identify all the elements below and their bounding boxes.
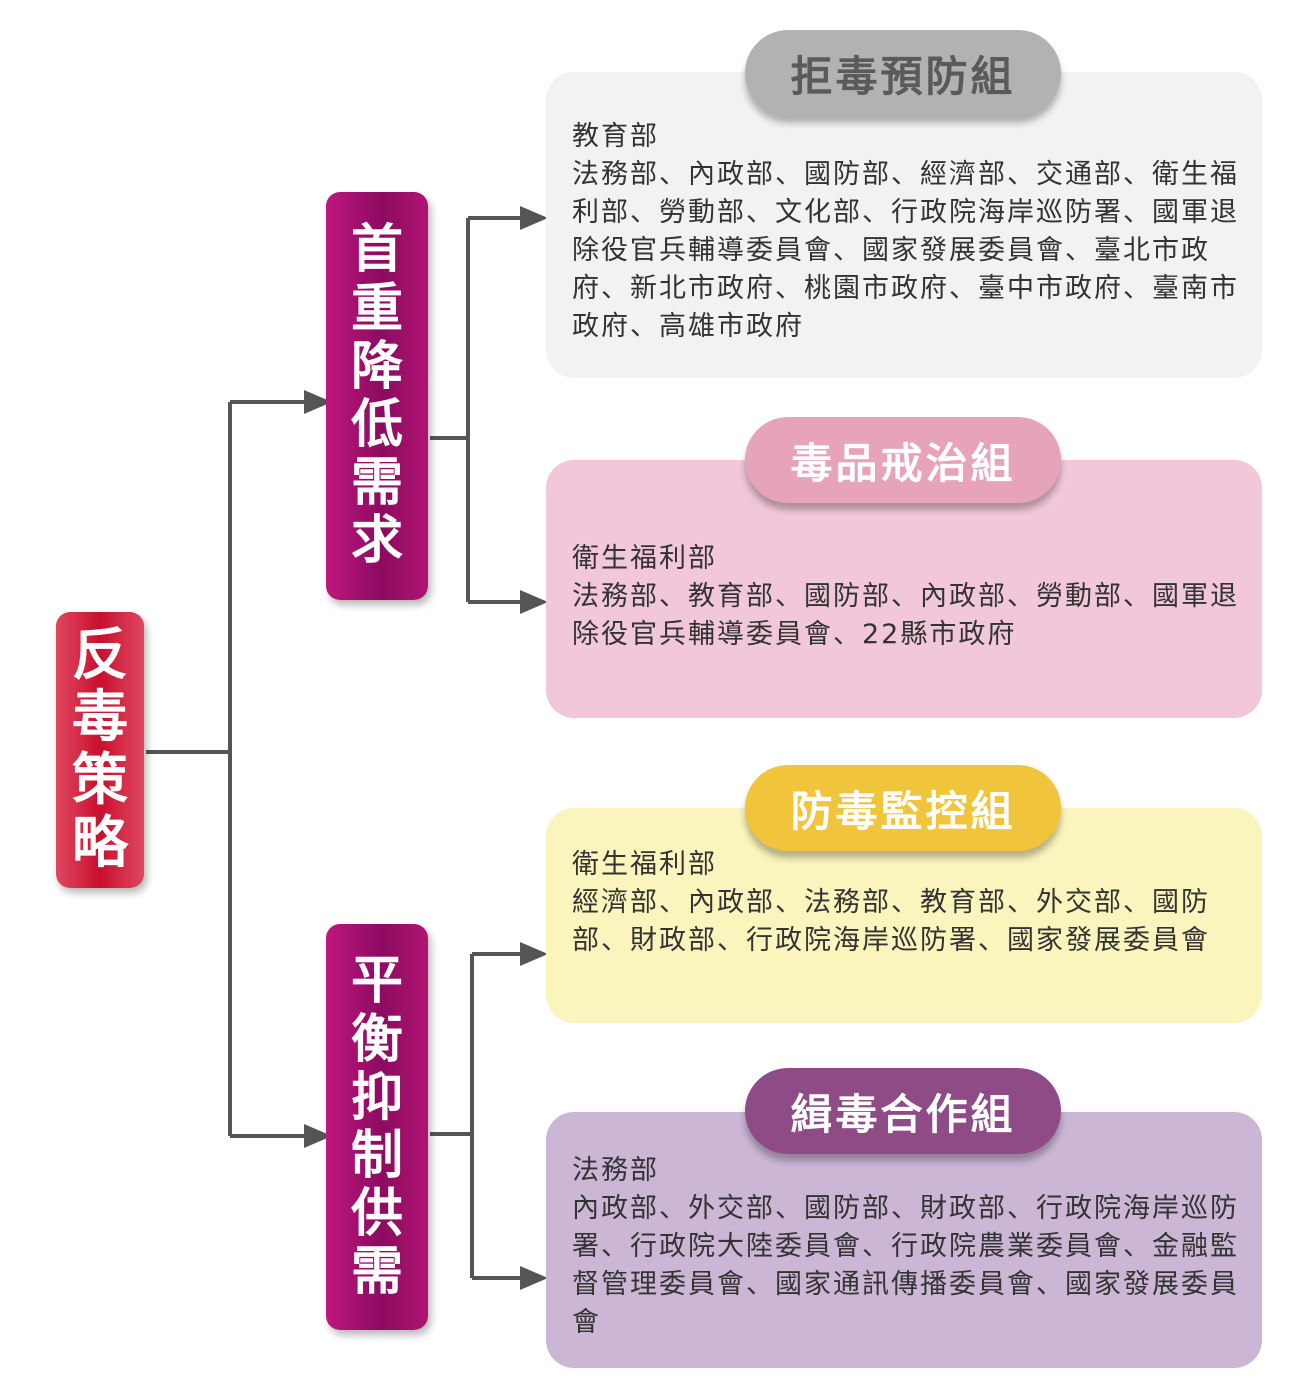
group-title-cooperation: 緝毒合作組: [745, 1068, 1061, 1154]
group-body-monitoring: 衛生福利部 經濟部、內政部、法務部、教育部、外交部、國防部、財政部、行政院海岸巡…: [572, 846, 1242, 1023]
arrowhead-prevention: [520, 206, 548, 230]
group-panel-monitoring: 衛生福利部 經濟部、內政部、法務部、教育部、外交部、國防部、財政部、行政院海岸巡…: [546, 808, 1262, 1023]
group-member-agencies: 法務部、內政部、國防部、經濟部、交通部、衛生福利部、勞動部、文化部、行政院海岸巡…: [572, 159, 1239, 342]
group-panel-cooperation: 法務部 內政部、外交部、國防部、財政部、行政院海岸巡防署、行政院大陸委員會、行政…: [546, 1112, 1262, 1368]
strategy-label-balance-supply: 平衡抑制供需: [350, 951, 403, 1303]
group-lead-agency: 衛生福利部: [572, 543, 717, 574]
group-member-agencies: 經濟部、內政部、法務部、教育部、外交部、國防部、財政部、行政院海岸巡防署、國家發…: [572, 887, 1210, 956]
group-member-agencies: 內政部、外交部、國防部、財政部、行政院海岸巡防署、行政院大陸委員會、行政院農業委…: [572, 1193, 1239, 1338]
group-panel-prevention: 教育部 法務部、內政部、國防部、經濟部、交通部、衛生福利部、勞動部、文化部、行政…: [546, 72, 1262, 378]
strategy-node-reduce-demand: 首重降低需求: [326, 192, 428, 600]
strategy-node-balance-supply: 平衡抑制供需: [326, 924, 428, 1330]
arrowhead-treatment: [520, 590, 548, 614]
strategy-label-reduce-demand: 首重降低需求: [350, 220, 403, 572]
group-panel-treatment: 衛生福利部 法務部、教育部、國防部、內政部、勞動部、國軍退除役官兵輔導委員會、2…: [546, 460, 1262, 718]
group-title-monitoring: 防毒監控組: [745, 765, 1061, 851]
group-title-prevention: 拒毒預防組: [745, 30, 1061, 116]
arrowhead-monitoring: [520, 942, 548, 966]
arrowhead-cooperation: [520, 1266, 548, 1290]
group-lead-agency: 衛生福利部: [572, 849, 717, 880]
group-body-prevention: 教育部 法務部、內政部、國防部、經濟部、交通部、衛生福利部、勞動部、文化部、行政…: [572, 118, 1242, 378]
root-node-anti-drug-strategy: 反毒策略: [56, 612, 144, 888]
group-body-cooperation: 法務部 內政部、外交部、國防部、財政部、行政院海岸巡防署、行政院大陸委員會、行政…: [572, 1152, 1242, 1368]
group-body-treatment: 衛生福利部 法務部、教育部、國防部、內政部、勞動部、國軍退除役官兵輔導委員會、2…: [572, 540, 1242, 718]
group-member-agencies: 法務部、教育部、國防部、內政部、勞動部、國軍退除役官兵輔導委員會、22縣市政府: [572, 581, 1239, 650]
group-title-treatment: 毒品戒治組: [745, 417, 1061, 503]
group-lead-agency: 法務部: [572, 1155, 659, 1186]
root-label: 反毒策略: [72, 622, 128, 876]
arrowhead-demand: [304, 390, 332, 414]
group-lead-agency: 教育部: [572, 121, 659, 152]
arrowhead-supply: [304, 1124, 332, 1148]
